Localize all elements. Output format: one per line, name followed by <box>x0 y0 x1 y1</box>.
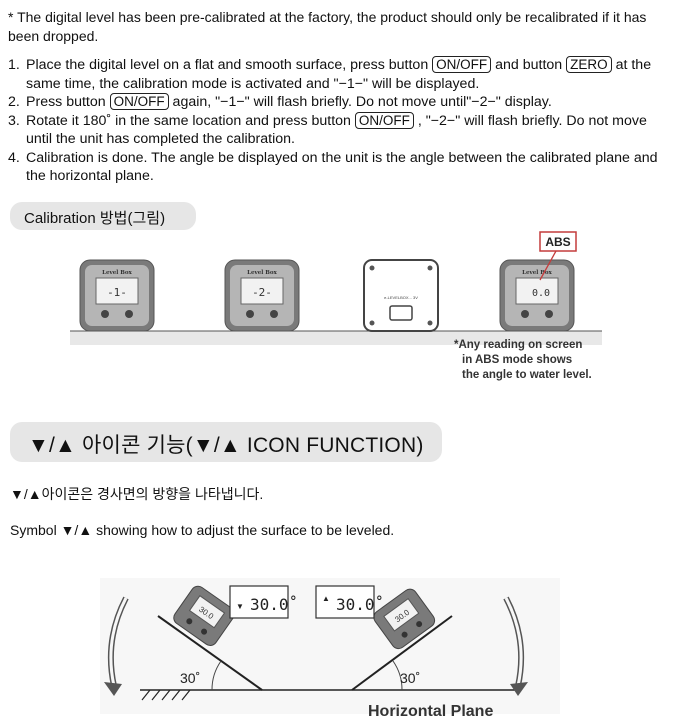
device-body <box>363 259 439 332</box>
screen-reading: -2- <box>252 286 272 299</box>
device-button <box>101 310 109 318</box>
screw <box>427 320 433 326</box>
step-item: 1. Place the digital level on a flat and… <box>8 56 676 93</box>
device-screen <box>188 595 226 629</box>
level-device-back: e-LEVELBOX... 3V <box>363 259 439 332</box>
calibration-illustration: Level Box -1- Level Box -2- e-LEVELBOX..… <box>70 231 602 345</box>
screw <box>427 265 433 271</box>
screw <box>369 320 375 326</box>
back-label: e-LEVELBOX... 3V <box>384 295 418 300</box>
zero-key: ZERO <box>566 56 612 73</box>
flat-surface <box>70 331 602 345</box>
calibration-steps: 1. Place the digital level on a flat and… <box>8 56 676 186</box>
step-item: 4. Calibration is done. The angle be dis… <box>8 149 676 186</box>
device-brand: Level Box <box>522 270 552 276</box>
device-screen <box>515 277 559 305</box>
icon-function-heading-text: ▼/▲ 아이콘 기능(▼/▲ ICON FUNCTION) <box>28 434 424 457</box>
screw <box>369 265 375 271</box>
on-off-key: ON/OFF <box>354 111 414 129</box>
step-item: 3. Rotate it 180˚ in the same location a… <box>8 111 676 149</box>
step-number: 1. <box>8 57 20 73</box>
left-reading-box <box>229 585 289 619</box>
device-button <box>545 310 553 318</box>
screen-reading: -1- <box>107 286 127 299</box>
step-item: 2. Press button ON/OFF again, "−1−" will… <box>8 93 676 112</box>
horizontal-plane-label: Horizontal Plane <box>368 703 493 720</box>
device-screen <box>95 277 139 305</box>
abs-note-line: in ABS mode shows <box>462 354 573 366</box>
left-angle-arc <box>211 660 222 691</box>
level-device-4: Level Box 0.0 <box>499 259 575 332</box>
right-reading-box <box>315 585 375 619</box>
left-tilted-device: 30.0 <box>173 585 235 646</box>
left-rotate-arrow-inner <box>109 597 128 687</box>
on-off-key: ON/OFF <box>432 56 492 73</box>
right-rotate-arrow-inner <box>504 597 523 687</box>
left-incline <box>157 615 263 691</box>
step-text: Place the digital level on a flat and sm… <box>26 56 676 93</box>
step-number: 2. <box>8 94 20 110</box>
device-button <box>401 631 408 638</box>
english-description: Symbol ▼/▲ showing how to adjust the sur… <box>10 522 395 538</box>
step-text-part: and button <box>491 57 567 73</box>
step-text: Calibration is done. The angle be displa… <box>26 149 658 185</box>
step-text-part: , "−2−" will flash briefly. Do not move … <box>26 112 647 148</box>
device-button <box>521 310 529 318</box>
step-text-part: at the same time, the calibration mode i… <box>26 57 652 92</box>
right-reading: 30.0˚ <box>336 595 384 614</box>
step-text-part: Place the digital level on a flat and sm… <box>26 57 433 73</box>
right-tilted-device: 30.0 <box>373 588 436 650</box>
step-text: Rotate it 180˚ in the same location and … <box>26 111 676 149</box>
device-button <box>125 310 133 318</box>
slope-diagram: 30˚ 30˚ 30.0 30.0 ▼ 30.0˚ ▲ 30.0˚ Horizo… <box>100 578 560 720</box>
device-button <box>246 310 254 318</box>
step-text: Press button ON/OFF again, "−1−" will fl… <box>26 93 676 112</box>
level-device-2: Level Box -2- <box>224 259 300 332</box>
calibration-heading-text: Calibration 방법(그림) <box>24 210 166 227</box>
step-text-part: Press button <box>26 94 110 110</box>
device-button <box>416 621 423 628</box>
left-reading: 30.0˚ <box>250 595 298 614</box>
abs-note: *Any reading on screen in ABS mode shows… <box>454 338 592 383</box>
step-text-part: again, "−1−" will flash briefly. Do not … <box>168 94 552 110</box>
right-angle-arc <box>392 660 403 691</box>
device-button <box>270 310 278 318</box>
factory-note: * The digital level has been pre-calibra… <box>8 9 647 44</box>
icon-function-heading: ▼/▲ 아이콘 기능(▼/▲ ICON FUNCTION) <box>10 422 442 462</box>
abs-note-line: the angle to water level. <box>462 369 592 381</box>
screen-reading: 0.0 <box>532 288 550 299</box>
abs-callout <box>539 231 577 252</box>
step-number: 4. <box>8 149 20 166</box>
right-incline <box>351 615 453 691</box>
device-brand: Level Box <box>102 270 132 276</box>
level-device-1: Level Box -1- <box>79 259 155 332</box>
step-text-part: Rotate it 180˚ in the same location and … <box>26 112 355 129</box>
right-arrow-head <box>510 682 528 696</box>
calibration-heading: Calibration 방법(그림) <box>10 202 196 230</box>
on-off-key: ON/OFF <box>109 93 169 110</box>
device-brand: Level Box <box>247 270 277 276</box>
battery-cover <box>389 305 413 321</box>
left-angle-label: 30˚ <box>180 670 200 686</box>
left-arrow-head <box>104 682 122 696</box>
right-angle-label: 30˚ <box>400 670 420 686</box>
device-button <box>186 618 193 625</box>
ground-hatching <box>141 689 191 701</box>
device-button <box>201 628 208 635</box>
korean-description: ▼/▲아이콘은 경사면의 방향을 나타냅니다. <box>10 486 264 502</box>
abs-pointer <box>539 250 557 281</box>
step-number: 3. <box>8 112 20 129</box>
device-screen <box>383 598 420 632</box>
abs-note-line: *Any reading on screen <box>454 339 583 351</box>
device-screen <box>240 277 284 305</box>
up-arrow-icon: ▲ <box>322 594 330 603</box>
abs-label: ABS <box>545 235 570 249</box>
down-arrow-icon: ▼ <box>236 602 244 611</box>
